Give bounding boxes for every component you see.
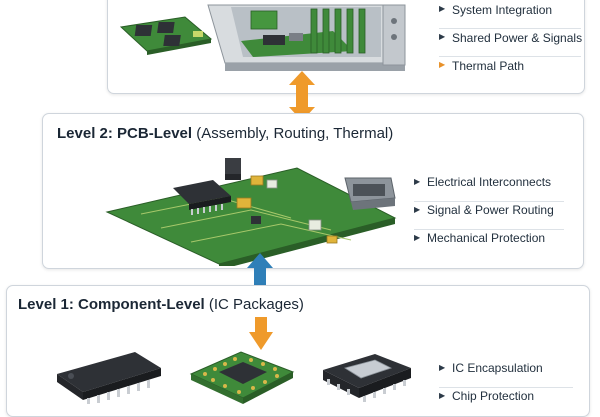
triangle-bullet-icon: ▶ [439,60,446,69]
level3-panel: ▶System Integration ▶Shared Power & Sign… [107,0,585,94]
triangle-bullet-icon: ▶ [439,363,446,372]
bullet-item: ▶Shared Power & Signals [439,29,582,57]
bullet-item: ▶Thermal Path [439,59,525,73]
bullet-item: ▶Mechanical Protection [414,231,546,245]
level2-bullet-list: ▶Electrical Interconnects ▶Signal & Powe… [414,174,564,257]
level1-panel: Level 1: Component-Level (IC Packages) [6,285,590,417]
triangle-bullet-icon: ▶ [439,32,446,41]
bullet-item: ▶IC Encapsulation [439,360,573,388]
level2-title: Level 2: PCB-Level (Assembly, Routing, T… [57,125,394,142]
triangle-bullet-icon: ▶ [439,391,446,400]
triangle-bullet-icon: ▶ [439,4,446,13]
system-enclosure-icon [119,4,406,71]
level1-bullet-list: ▶IC Encapsulation ▶Chip Protection [439,360,573,415]
level2-panel: Level 2: PCB-Level (Assembly, Routing, T… [42,113,584,269]
bullet-item: ▶Signal & Power Routing [414,202,564,230]
dip-ic-icon [57,352,161,404]
triangle-bullet-icon: ▶ [414,233,421,242]
bullet-item: ▶System Integration [439,1,581,29]
triangle-bullet-icon: ▶ [414,177,421,186]
bga-ic-icon [189,351,295,404]
pcb-assembly-icon [105,158,397,266]
level3-bullet-list: ▶System Integration ▶Shared Power & Sign… [439,1,582,84]
orange-down-arrow-icon [249,317,273,350]
qfp-ic-icon [323,354,411,402]
level1-title: Level 1: Component-Level (IC Packages) [18,296,304,313]
orange-double-arrow-icon [289,71,315,121]
bullet-item: ▶Electrical Interconnects [414,174,564,202]
bullet-item: ▶Chip Protection [439,389,535,403]
triangle-bullet-icon: ▶ [414,205,421,214]
